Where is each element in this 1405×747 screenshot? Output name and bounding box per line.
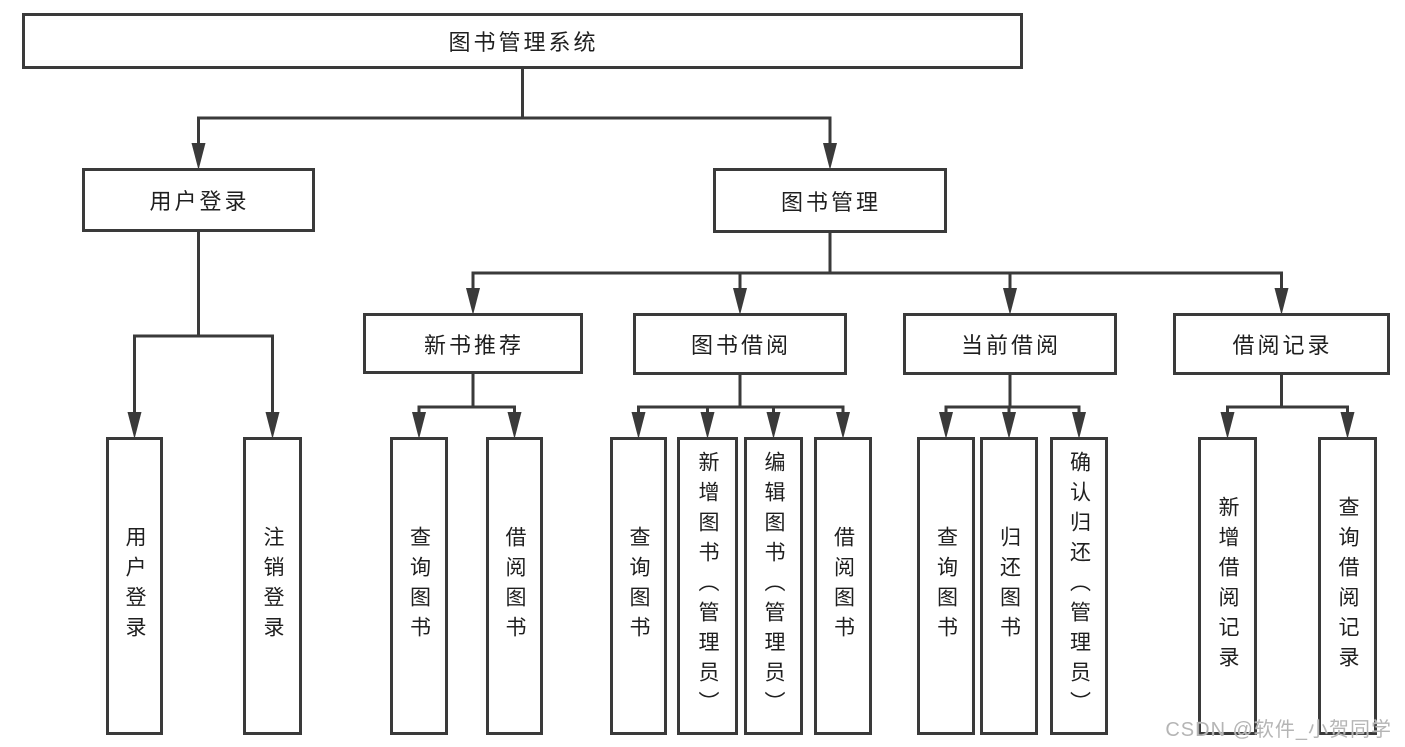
node-label: 新增图书（管理员） xyxy=(696,451,720,721)
arrowhead-icon xyxy=(766,412,781,439)
node-book-borrow: 图书借阅 xyxy=(633,313,847,375)
arrowhead-icon xyxy=(939,412,953,439)
node-label: 查询图书 xyxy=(407,526,431,646)
node-query-book-borrow: 查询图书 xyxy=(610,437,667,735)
node-label: 查询图书 xyxy=(934,526,958,646)
node-query-borrow-record: 查询借阅记录 xyxy=(1318,437,1377,735)
node-user-login: 用户登录 xyxy=(82,168,315,232)
node-logout-leaf: 注销登录 xyxy=(243,437,302,735)
arrowhead-icon xyxy=(507,412,522,439)
node-borrow-records: 借阅记录 xyxy=(1173,313,1390,375)
node-label: 查询借阅记录 xyxy=(1336,496,1360,676)
node-label: 归还图书 xyxy=(997,526,1021,646)
arrowhead-icon xyxy=(265,412,280,439)
node-borrow-book-borrow: 借阅图书 xyxy=(814,437,872,735)
arrowhead-icon xyxy=(733,288,747,315)
node-label: 注销登录 xyxy=(261,526,285,646)
node-label: 编辑图书（管理员） xyxy=(762,451,786,721)
arrowhead-icon xyxy=(1072,412,1086,439)
node-label: 用户登录 xyxy=(149,189,250,214)
node-query-book-rec: 查询图书 xyxy=(390,437,448,735)
node-label: 查询图书 xyxy=(627,526,651,646)
node-add-book-admin: 新增图书（管理员） xyxy=(677,437,738,735)
arrowhead-icon xyxy=(1002,412,1016,439)
arrowhead-icon xyxy=(1003,288,1017,315)
node-label: 新书推荐 xyxy=(423,332,524,358)
arrowhead-icon xyxy=(823,143,837,170)
arrowhead-icon xyxy=(1274,288,1289,315)
arrowhead-icon xyxy=(631,412,646,439)
node-label: 借阅记录 xyxy=(1232,333,1333,358)
node-return-book: 归还图书 xyxy=(980,437,1038,735)
node-edit-book-admin: 编辑图书（管理员） xyxy=(744,437,803,735)
arrowhead-icon xyxy=(191,143,206,170)
node-label: 借阅图书 xyxy=(831,526,855,646)
arrowhead-icon xyxy=(1340,412,1355,439)
arrowhead-icon xyxy=(412,412,426,439)
node-add-borrow-record: 新增借阅记录 xyxy=(1198,437,1257,735)
node-new-book-rec: 新书推荐 xyxy=(363,313,583,374)
node-label: 新增借阅记录 xyxy=(1216,496,1240,676)
node-label: 当前借阅 xyxy=(960,333,1061,358)
arrowhead-icon xyxy=(466,288,480,315)
arrowhead-icon xyxy=(127,412,142,439)
node-query-book-current: 查询图书 xyxy=(917,437,975,735)
node-current-borrow: 当前借阅 xyxy=(903,313,1117,375)
node-book-mgmt: 图书管理 xyxy=(713,168,947,233)
arrowhead-icon xyxy=(1220,412,1235,439)
arrowhead-icon xyxy=(836,412,850,439)
node-confirm-return-admin: 确认归还（管理员） xyxy=(1050,437,1108,735)
node-label: 用户登录 xyxy=(123,526,147,646)
node-label: 图书借阅 xyxy=(690,333,791,358)
node-label: 借阅图书 xyxy=(503,526,527,646)
node-label: 图书管理 xyxy=(780,189,881,215)
node-label: 确认归还（管理员） xyxy=(1067,451,1091,721)
watermark: CSDN @软件_小贺同学 xyxy=(1165,719,1392,741)
arrowhead-icon xyxy=(700,412,715,439)
node-label: 图书管理系统 xyxy=(448,30,599,55)
node-login-leaf: 用户登录 xyxy=(106,437,163,735)
node-root: 图书管理系统 xyxy=(22,13,1023,69)
node-borrow-book-rec: 借阅图书 xyxy=(486,437,543,735)
